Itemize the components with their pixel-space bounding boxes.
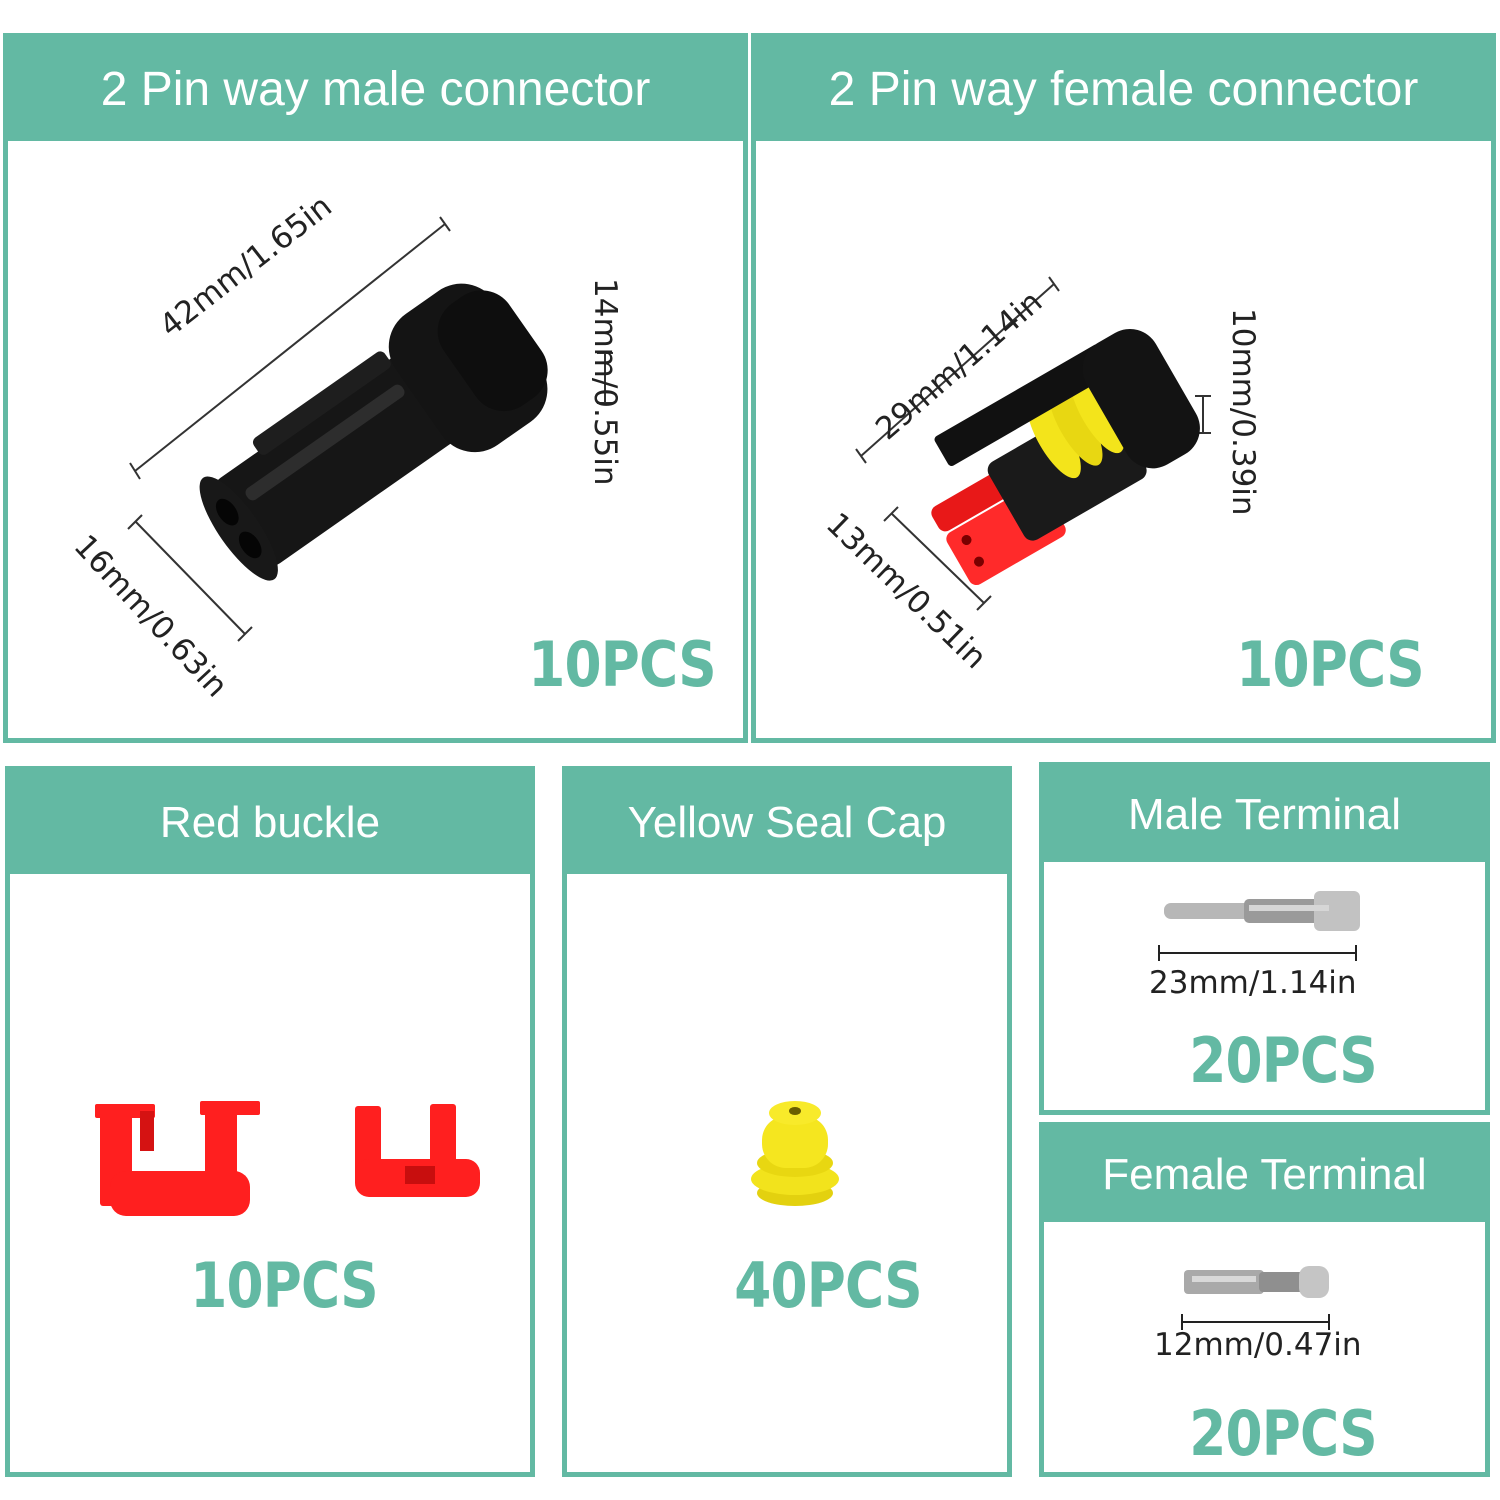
male-terminal-title: Male Terminal [1044,767,1485,862]
female-terminal-image [1181,1266,1330,1330]
female-connector-title: 2 Pin way female connector [756,38,1491,141]
female-terminal-dim: 12mm/0.47in [1154,1327,1362,1363]
red-buckle-qty: 10PCS [190,1249,378,1322]
red-buckle-title: Red buckle [10,771,530,874]
male-connector-title: 2 Pin way male connector [8,38,743,141]
male-terminal-dim: 23mm/1.14in [1149,965,1357,1001]
male-terminal-panel: Male Terminal 23mm/1.14in 20PCS [1039,762,1490,1115]
yellow-seal-panel: Yellow Seal Cap 40PCS [562,766,1012,1477]
female-connector-image [855,276,1211,611]
male-connector-qty: 10PCS [528,628,716,701]
female-connector-panel: 2 Pin way female connector 29mm/1.14in [751,33,1496,743]
yellow-seal-image [751,1101,839,1206]
female-height-label: 10mm/0.39in [1225,308,1261,516]
male-connector-image [127,216,613,642]
male-height-label: 14mm/0.55in [587,278,623,486]
male-connector-panel: 2 Pin way male connector 42mm/1.65in 14m… [3,33,748,743]
red-buckle-panel: Red buckle 10PCS [5,766,535,1477]
female-terminal-panel: Female Terminal 12mm/0.47in 20PCS [1039,1122,1490,1477]
red-buckle-image [95,1101,480,1216]
male-terminal-image [1158,891,1360,961]
female-terminal-title: Female Terminal [1044,1127,1485,1222]
yellow-seal-qty: 40PCS [734,1249,922,1322]
female-terminal-qty: 20PCS [1189,1397,1377,1470]
male-terminal-qty: 20PCS [1189,1024,1377,1097]
yellow-seal-title: Yellow Seal Cap [567,771,1007,874]
female-connector-qty: 10PCS [1236,628,1424,701]
